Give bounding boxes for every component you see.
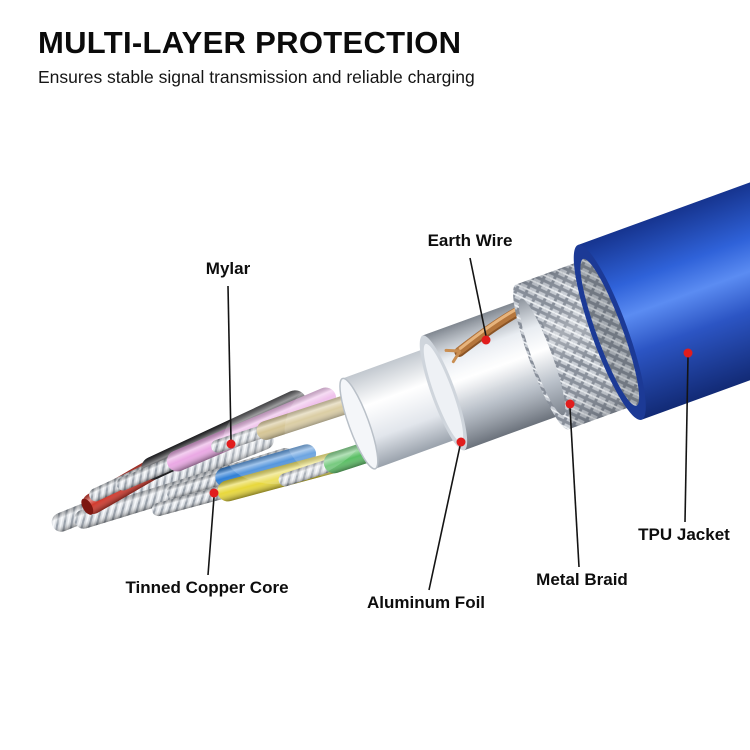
leader-earth-wire: [469, 257, 491, 345]
tpu-jacket-layer: [573, 142, 750, 420]
marker-dot-tpu-jacket: [683, 348, 693, 358]
page-title: MULTI-LAYER PROTECTION: [38, 25, 462, 60]
header: MULTI-LAYER PROTECTION Ensures stable si…: [38, 25, 475, 88]
foil-cut-inner: [423, 343, 464, 442]
callout-mylar: Mylar: [205, 259, 251, 278]
callout-tpu-jacket: TPU Jacket: [638, 525, 730, 544]
leader-line-metal-braid: [569, 407, 580, 568]
green-wire-core-shade: [278, 459, 333, 487]
mylar-film: [222, 376, 373, 485]
callout-tinned-copper-core: Tinned Copper Core: [125, 578, 289, 597]
blue-wire-core-shade: [166, 473, 223, 499]
leader-mylar: [226, 285, 236, 449]
leader-line-tinned-copper-core: [207, 496, 215, 576]
marker-dot-metal-braid: [565, 399, 575, 409]
leader-line-earth-wire: [469, 257, 487, 337]
khaki-wire: [211, 392, 363, 453]
khaki-wire-core-shade: [211, 426, 266, 453]
leader-aluminum-foil: [428, 437, 466, 591]
blue-wire-shade: [215, 444, 317, 487]
mylar-cut-face: [339, 377, 379, 470]
braid-cut-inner: [518, 298, 566, 416]
leader-line-aluminum-foil: [428, 445, 461, 591]
blue-wire: [166, 444, 317, 499]
callout-metal-braid: Metal Braid: [536, 570, 628, 589]
pink-wire-core-shade: [116, 458, 175, 491]
page-subtitle: Ensures stable signal transmission and r…: [38, 67, 475, 88]
marker-dot-earth-wire: [481, 335, 491, 345]
marker-dot-mylar: [226, 439, 236, 449]
marker-dot-tinned-copper-core: [209, 488, 219, 498]
leader-line-mylar: [227, 285, 232, 441]
marker-dot-aluminum-foil: [456, 437, 466, 447]
earth-wire-frayed-tip: [444, 348, 461, 364]
leader-lines: [207, 257, 693, 591]
callout-aluminum-foil: Aluminum Foil: [366, 593, 486, 612]
khaki-wire-shade: [256, 392, 363, 440]
red-wire-cut-face: [81, 498, 94, 515]
jacket-cut-inner-braid: [580, 258, 640, 406]
metal-braid-layer: [513, 259, 638, 430]
leader-tpu-jacket: [683, 348, 693, 523]
cable-assembly: [51, 142, 750, 532]
callout-earth-wire: Earth Wire: [427, 231, 513, 250]
leader-metal-braid: [565, 399, 580, 568]
jacket-body: [577, 142, 750, 420]
leader-line-tpu-jacket: [684, 356, 689, 523]
yellow-wire-core-shade: [151, 486, 226, 517]
leader-tinned-copper-core: [207, 488, 219, 576]
braid-shade: [515, 259, 638, 430]
jacket-cut-inner-shade: [580, 258, 640, 406]
